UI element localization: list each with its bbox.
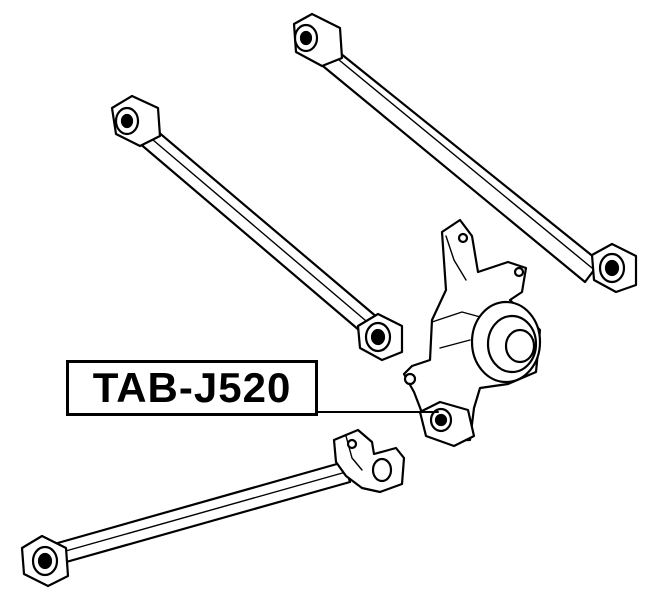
knuckle-bushing xyxy=(418,400,476,448)
upper-front-arm-bushing-bottom xyxy=(356,312,404,362)
part-number-label: TAB-J520 xyxy=(92,364,292,411)
upper-front-control-arm xyxy=(110,94,404,362)
trailing-arm-bushing xyxy=(20,534,70,588)
upper-front-arm-bushing-top xyxy=(110,94,162,148)
upper-rear-arm-bushing-top xyxy=(292,12,344,68)
trailing-arm-bracket xyxy=(332,428,406,494)
lower-trailing-arm xyxy=(20,428,406,588)
upper-rear-control-arm xyxy=(292,12,638,294)
upper-rear-arm-bushing-bottom xyxy=(590,242,638,294)
wheel-hub xyxy=(470,300,542,384)
part-number-box: TAB-J520 xyxy=(66,360,318,416)
